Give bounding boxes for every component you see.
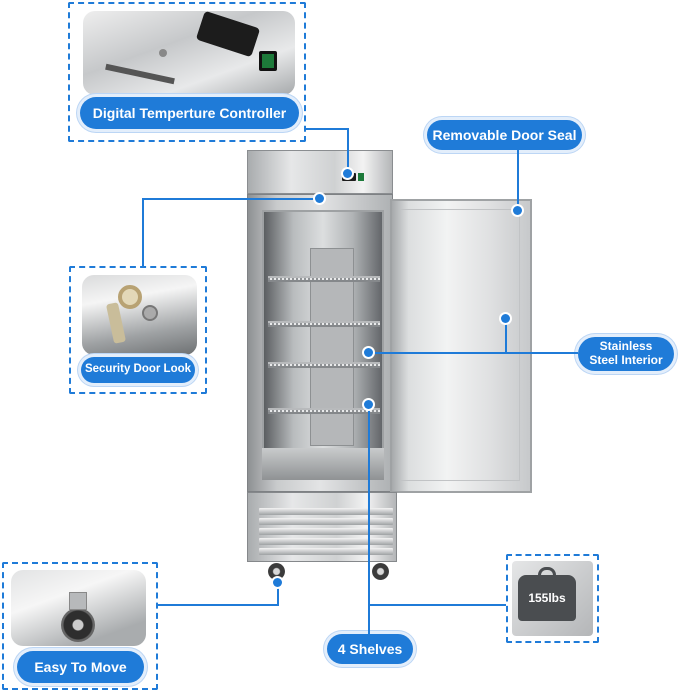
interior-label: Stainless Steel Interior <box>578 337 674 371</box>
door-inner-panel <box>400 209 520 481</box>
wire-move-v <box>277 582 279 606</box>
weight-callout-frame <box>506 554 599 643</box>
key-blade <box>105 302 127 344</box>
lock-photo <box>82 275 197 355</box>
dot-shelves <box>364 400 373 409</box>
fridge-top-panel <box>247 150 393 194</box>
caster-wheel-icon <box>61 608 95 642</box>
shelf-3 <box>268 362 380 368</box>
wire-move-h <box>158 604 279 606</box>
wire-controller-stub <box>306 128 349 130</box>
vent-4 <box>259 538 393 545</box>
wire-lock-v <box>142 198 144 266</box>
controller-label: Digital Temperture Controller <box>80 97 299 129</box>
door-seal-label: Removable Door Seal <box>427 120 582 150</box>
move-photo <box>11 570 146 646</box>
shelf-4 <box>268 408 380 414</box>
controller-photo <box>83 11 295 95</box>
weight-value: 155lbs <box>528 591 566 605</box>
caster-right <box>372 563 389 580</box>
dot-move <box>273 578 282 587</box>
dot-controller <box>343 169 352 178</box>
move-label: Easy To Move <box>17 651 144 683</box>
shelf-2 <box>268 321 380 327</box>
interior-floor <box>262 448 384 480</box>
lock-cylinder <box>142 305 158 321</box>
wire-lock-h <box>142 198 320 200</box>
power-switch-icon <box>259 51 277 71</box>
key-lock-icon <box>118 285 142 309</box>
caster-bracket <box>69 592 87 610</box>
wire-interior-door <box>505 318 507 354</box>
fridge-power-switch-icon <box>358 173 364 181</box>
wire-seal-down <box>517 150 519 210</box>
wire-weight-h <box>369 604 506 606</box>
screw-icon <box>159 49 167 57</box>
move-callout-frame <box>2 562 158 690</box>
vent-slot <box>105 63 175 85</box>
vent-2 <box>259 518 393 525</box>
vent-3 <box>259 528 393 535</box>
shelf-1 <box>268 276 380 282</box>
dot-interior <box>364 348 373 357</box>
dot-lock <box>315 194 324 203</box>
lock-label: Security Door Look <box>81 357 195 383</box>
wire-controller-down <box>347 128 349 172</box>
controller-callout-frame <box>68 2 306 142</box>
weight-handle <box>538 567 556 577</box>
vent-1 <box>259 508 393 515</box>
vent-5 <box>259 548 393 555</box>
controller-display-icon <box>195 11 261 58</box>
shelves-label: 4 Shelves <box>327 634 413 664</box>
caster-left <box>268 563 285 580</box>
weight-icon: 155lbs <box>518 575 576 621</box>
wire-shelves-v <box>368 404 370 634</box>
fridge-door <box>390 199 532 493</box>
weight-photo: 155lbs <box>512 561 593 636</box>
dot-seal <box>513 206 522 215</box>
wire-interior-h <box>369 352 578 354</box>
dot-door <box>501 314 510 323</box>
lock-callout-frame <box>69 266 207 394</box>
